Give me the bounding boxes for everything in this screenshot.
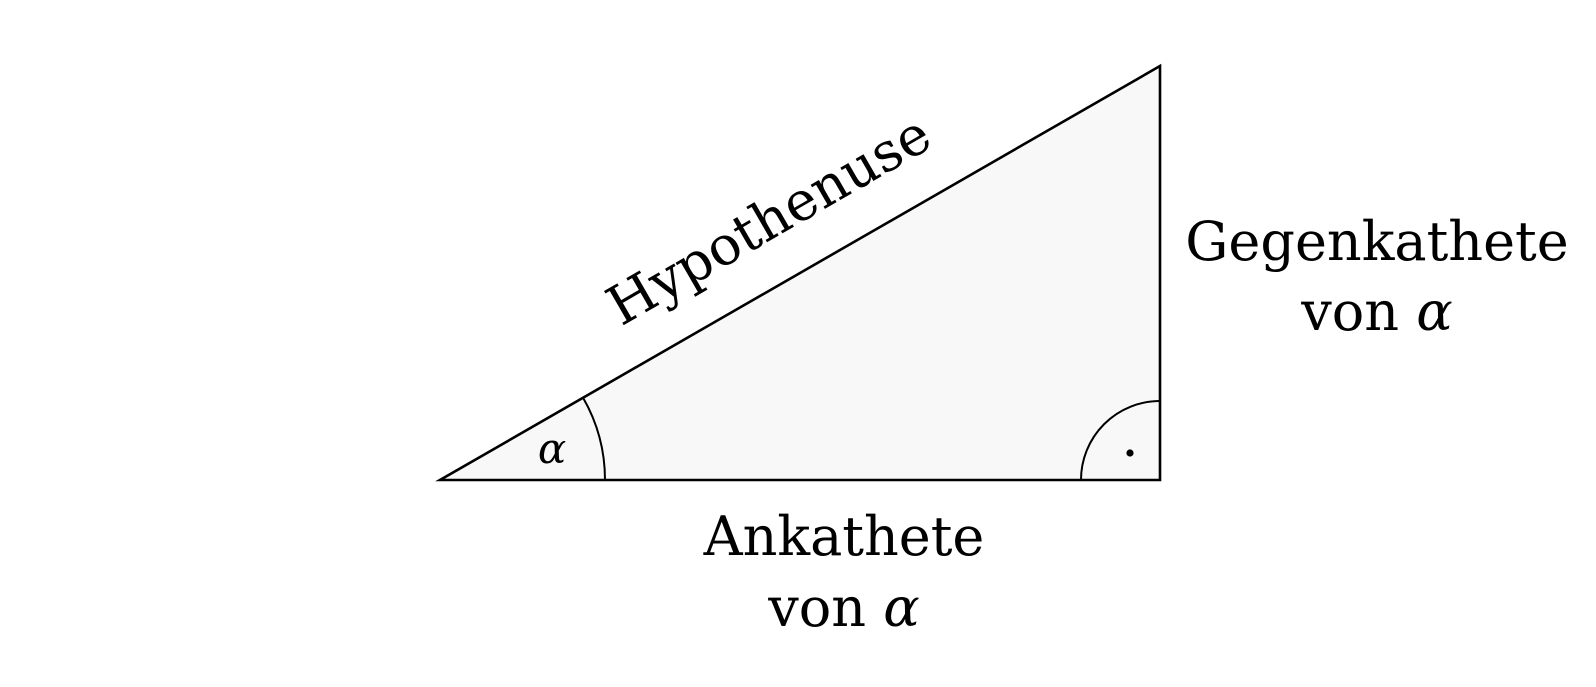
opposite-label-line1: Gegenkathete: [1185, 210, 1568, 273]
adjacent-label-alpha: α: [883, 576, 919, 639]
right-angle-arc: [1080, 400, 1161, 481]
opposite-label-alpha: α: [1416, 280, 1452, 343]
right-angle-dot: [1126, 449, 1134, 457]
opposite-label-line2: von α: [1300, 280, 1452, 343]
adjacent-label-von: von: [767, 576, 866, 639]
opposite-label-von: von: [1300, 280, 1399, 343]
adjacent-label-line2: von α: [767, 576, 919, 639]
adjacent-label-line1: Ankathete: [703, 505, 985, 568]
triangle: [435, 63, 1162, 482]
alpha-angle-label: α: [538, 424, 566, 473]
alpha-angle-arc: [582, 397, 607, 481]
opposite-label: Gegenkathete von α: [1185, 210, 1568, 343]
adjacent-label: Ankathete von α: [703, 505, 985, 639]
